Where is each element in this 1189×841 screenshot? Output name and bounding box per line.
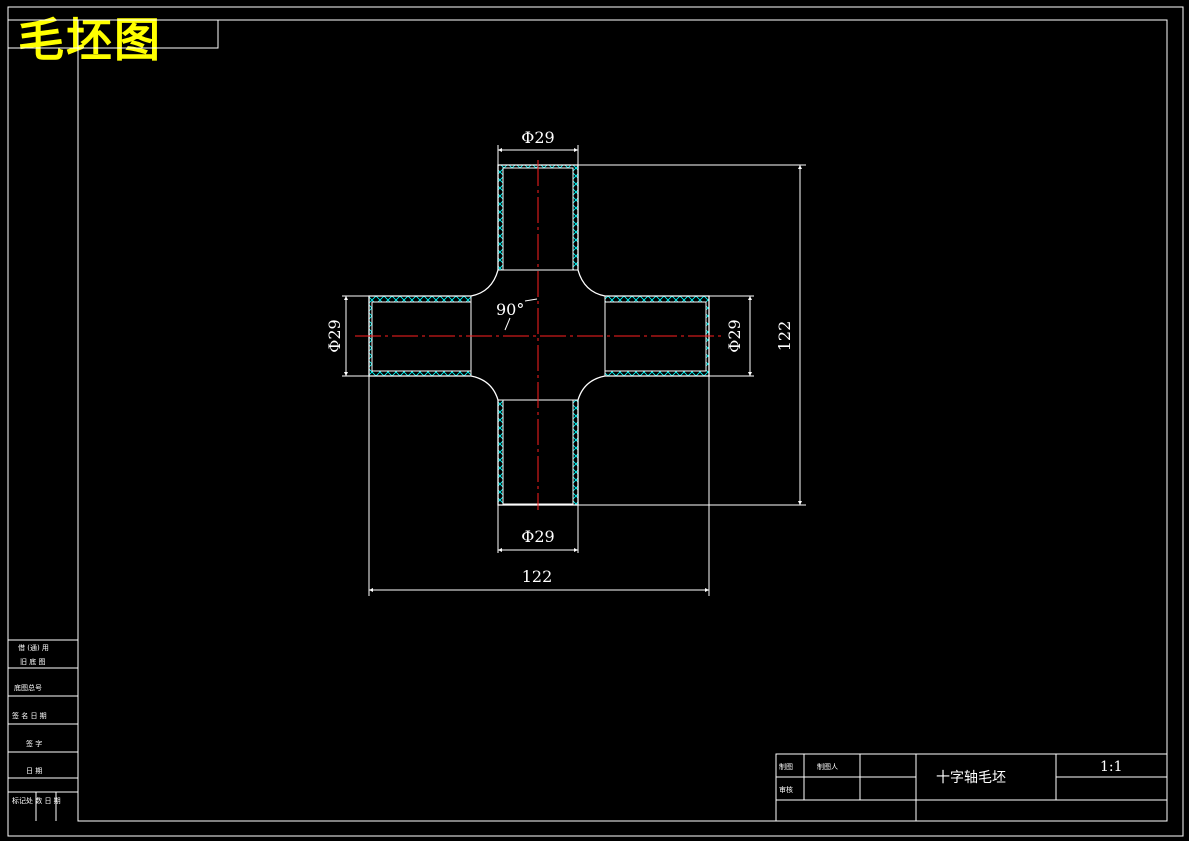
tb-draw-value: 制图人 (817, 762, 838, 771)
tb-draw-label: 制图 (779, 762, 793, 771)
side-row-4: 签 名 日 期 (12, 711, 47, 720)
dim-top-lines (497, 145, 579, 165)
side-row-3: 底图总号 (14, 683, 42, 692)
dim-right-lines (709, 295, 754, 377)
title-block (775, 753, 1168, 822)
side-row-2: 旧 底 图 (20, 657, 45, 666)
dim-width-text: 122 (522, 567, 553, 586)
centerlines (355, 160, 722, 510)
dim-bottom-lines (497, 505, 579, 553)
dim-height-text: 122 (775, 321, 794, 352)
dim-width-lines (368, 376, 710, 596)
dim-left-text: Φ29 (325, 319, 344, 352)
scale-value: 1:1 (1100, 759, 1123, 775)
side-table (8, 639, 78, 821)
angle-label: 90° (496, 300, 524, 319)
outer-frame (7, 6, 1184, 837)
dim-left-lines (342, 295, 369, 377)
dim-bottom-text: Φ29 (521, 527, 554, 546)
tb-check-label: 审核 (779, 785, 793, 794)
side-row-7: 标记处 数 日 期 (12, 796, 61, 805)
dim-height-lines (578, 164, 806, 506)
side-row-5: 签 字 (26, 739, 42, 748)
drawing-title: 毛坯图 (18, 13, 162, 67)
angle-marks (504, 298, 538, 331)
dim-top-text: Φ29 (521, 128, 554, 147)
dim-right-text: Φ29 (725, 319, 744, 352)
side-row-1: 借 (通) 用 (18, 643, 49, 652)
side-row-6: 日 期 (26, 767, 42, 775)
title-box (7, 19, 219, 49)
inner-frame (77, 19, 1168, 822)
part-name: 十字轴毛坯 (936, 770, 1006, 786)
